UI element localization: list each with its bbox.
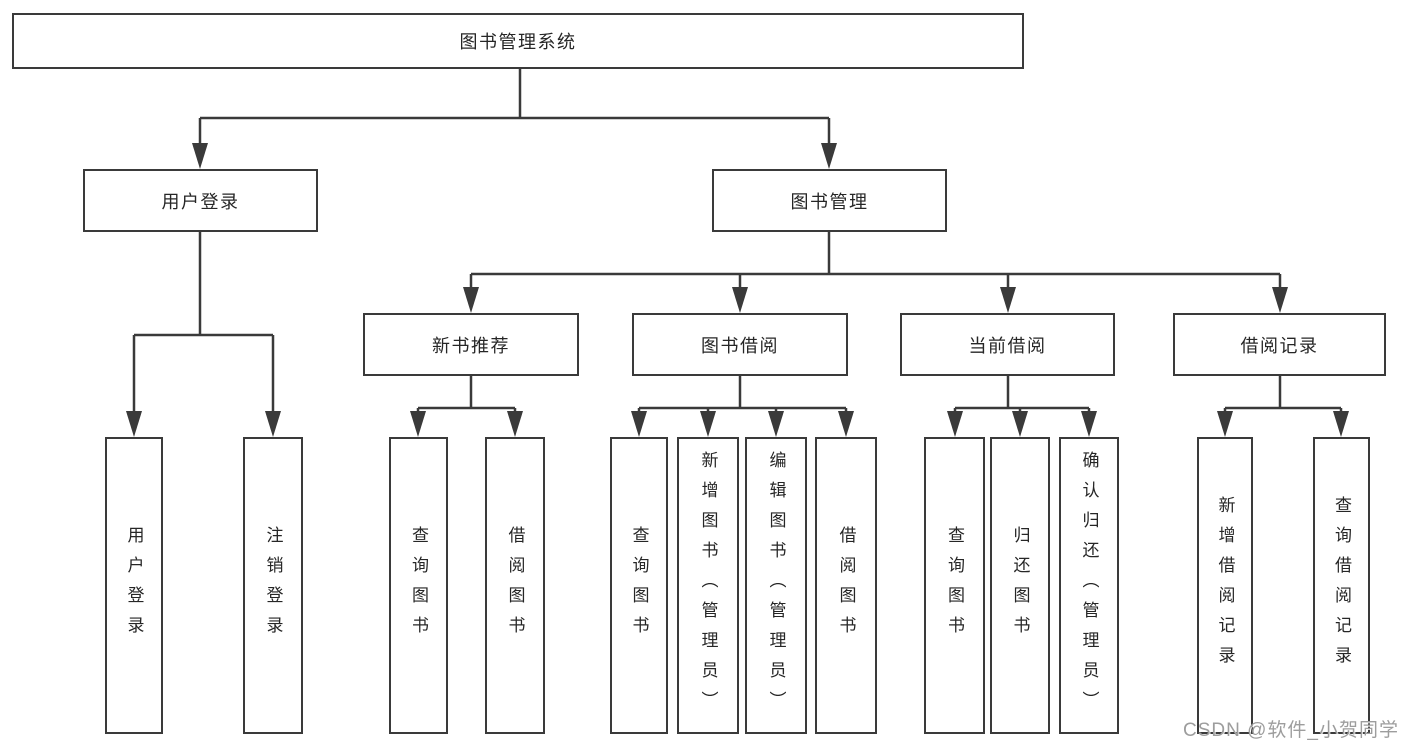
arrowhead-icon [1272, 287, 1288, 313]
leaf-edit-books-admin: 编辑图书（管理员） [745, 437, 807, 734]
node-borrowing-records: 借阅记录 [1173, 313, 1386, 376]
arrowhead-icon [507, 411, 523, 437]
leaf-borrow-books-recommend-label: 借阅图书 [505, 525, 525, 646]
node-user-login-label: 用户登录 [161, 191, 240, 212]
arrowhead-icon [768, 411, 784, 437]
leaf-return-books-label: 归还图书 [1010, 525, 1030, 646]
arrowhead-icon [1333, 411, 1349, 437]
leaf-borrow-books: 借阅图书 [815, 437, 877, 734]
arrowhead-icon [126, 411, 142, 437]
node-book-management: 图书管理 [712, 169, 947, 232]
arrowhead-icon [1012, 411, 1028, 437]
node-current-borrowing-label: 当前借阅 [968, 335, 1047, 356]
leaf-add-books-admin: 新增图书（管理员） [677, 437, 739, 734]
leaf-edit-books-admin-label: 编辑图书（管理员） [766, 450, 786, 721]
arrowhead-icon [192, 143, 208, 169]
arrowhead-icon [821, 143, 837, 169]
node-new-book-recommendation: 新书推荐 [363, 313, 579, 376]
leaf-add-borrow-record: 新增借阅记录 [1197, 437, 1253, 734]
node-new-book-recommendation-label: 新书推荐 [432, 335, 510, 356]
leaf-borrow-books-label: 借阅图书 [836, 525, 856, 646]
arrowhead-icon [700, 411, 716, 437]
csdn-watermark: CSDN @软件_小贺同学 [1183, 720, 1399, 741]
leaf-add-borrow-record-label: 新增借阅记录 [1215, 495, 1235, 676]
leaf-logout-label: 注销登录 [263, 525, 283, 646]
arrowhead-icon [1081, 411, 1097, 437]
arrowhead-icon [265, 411, 281, 437]
node-book-management-label: 图书管理 [790, 191, 869, 212]
leaf-query-borrow-record-label: 查询借阅记录 [1332, 495, 1351, 676]
arrowhead-icon [1217, 411, 1233, 437]
leaf-query-books-current: 查询图书 [924, 437, 985, 734]
node-library-management-system: 图书管理系统 [12, 13, 1024, 69]
leaf-query-books-borrow-label: 查询图书 [629, 525, 649, 646]
leaf-confirm-return-admin-label: 确认归还（管理员） [1079, 450, 1099, 721]
arrowhead-icon [732, 287, 748, 313]
leaf-query-books-current-label: 查询图书 [945, 525, 964, 646]
node-book-borrowing: 图书借阅 [632, 313, 848, 376]
leaf-query-books-recommend-label: 查询图书 [409, 525, 428, 646]
leaf-return-books: 归还图书 [990, 437, 1050, 734]
node-library-management-system-label: 图书管理系统 [459, 32, 577, 52]
arrowhead-icon [947, 411, 963, 437]
arrowhead-icon [1000, 287, 1016, 313]
leaf-user-login: 用户登录 [105, 437, 163, 734]
leaf-query-borrow-record: 查询借阅记录 [1313, 437, 1370, 734]
arrowhead-icon [631, 411, 647, 437]
node-borrowing-records-label: 借阅记录 [1240, 335, 1319, 356]
leaf-confirm-return-admin: 确认归还（管理员） [1059, 437, 1119, 734]
leaf-borrow-books-recommend: 借阅图书 [485, 437, 545, 734]
node-book-borrowing-label: 图书借阅 [701, 335, 779, 356]
leaf-query-books-borrow: 查询图书 [610, 437, 668, 734]
arrowhead-icon [463, 287, 479, 313]
node-user-login: 用户登录 [83, 169, 318, 232]
arrowhead-icon [410, 411, 426, 437]
leaf-logout: 注销登录 [243, 437, 303, 734]
leaf-query-books-recommend: 查询图书 [389, 437, 448, 734]
arrowhead-icon [838, 411, 854, 437]
node-current-borrowing: 当前借阅 [900, 313, 1115, 376]
leaf-user-login-label: 用户登录 [124, 525, 144, 646]
leaf-add-books-admin-label: 新增图书（管理员） [698, 450, 718, 721]
